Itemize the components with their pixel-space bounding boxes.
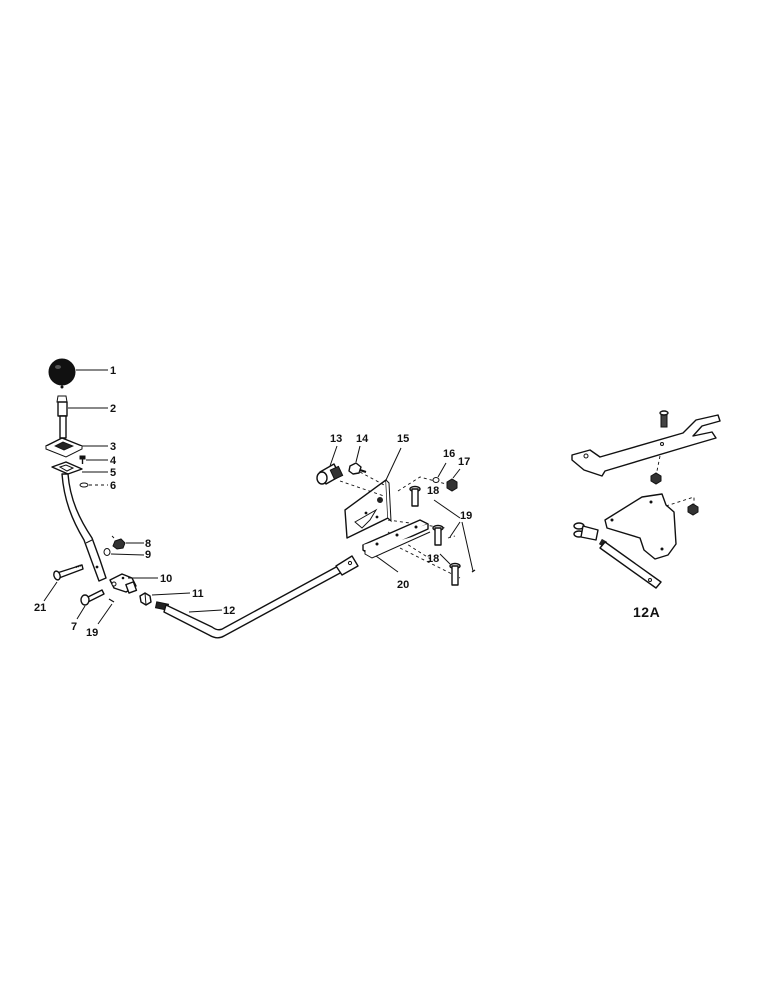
boot-plate-icon [45, 437, 83, 458]
cotter-pin-icon [108, 598, 115, 603]
nut-icon [687, 503, 699, 516]
callout-17: 17 [458, 456, 470, 468]
callout-8: 8 [145, 538, 151, 550]
callout-19: 19 [86, 627, 98, 639]
lock-washer-icon [432, 477, 440, 483]
nut-icon [111, 535, 126, 550]
callout-12: 12 [223, 605, 235, 617]
screw-icon [79, 455, 86, 464]
clevis-rod-icon [573, 522, 662, 589]
inset-label-12a: 12A [633, 604, 660, 620]
callout-16: 16 [443, 448, 455, 460]
callout-13: 13 [330, 433, 342, 445]
callout-14: 14 [356, 433, 369, 445]
shift-knob-icon [48, 358, 76, 389]
callout-18: 18 [427, 485, 439, 497]
lever-shaft-icon [56, 395, 68, 439]
callout-20: 20 [397, 579, 409, 591]
callout-11: 11 [192, 588, 204, 600]
bracket-plate-icon [604, 493, 677, 560]
callout-7: 7 [71, 621, 77, 633]
inset-12a: 12A [571, 410, 721, 620]
bolt-icon [53, 564, 84, 581]
shift-rod-icon [154, 555, 359, 639]
clevis-icon [316, 463, 344, 485]
pin-icon [432, 524, 444, 546]
callout-5: 5 [110, 467, 116, 479]
retainer-plate-icon [51, 461, 83, 475]
nut-icon [446, 478, 458, 492]
callout-6: 6 [110, 480, 116, 492]
callout-9: 9 [145, 549, 151, 561]
washer-icon [103, 548, 111, 556]
pin-icon [449, 562, 461, 586]
bolt-icon [348, 462, 367, 475]
link-plate-icon [362, 519, 431, 559]
lever-body-icon [61, 473, 107, 582]
bolt-icon [659, 410, 669, 428]
callout-21: 21 [34, 602, 46, 614]
callout-4: 4 [110, 455, 117, 467]
nut-icon [650, 472, 662, 485]
mounting-bracket-icon [344, 479, 392, 539]
callout-10: 10 [160, 573, 172, 585]
washer-icon [79, 482, 89, 488]
callout-18-lower: 18 [427, 553, 439, 565]
callout-1: 1 [110, 365, 116, 377]
pin-icon [80, 589, 105, 606]
forked-bar-icon [571, 414, 721, 477]
pin-icon [409, 485, 421, 507]
shift-lever-assembly: 1 2 3 4 5 [45, 358, 117, 582]
callout-2: 2 [110, 403, 116, 415]
bracket-assembly: 13 14 15 16 17 [316, 433, 476, 591]
yoke-icon [109, 573, 138, 594]
callout-3: 3 [110, 441, 116, 453]
jam-nut-icon [139, 592, 152, 606]
callout-19-right: 19 [460, 510, 472, 522]
callout-15: 15 [397, 433, 409, 445]
